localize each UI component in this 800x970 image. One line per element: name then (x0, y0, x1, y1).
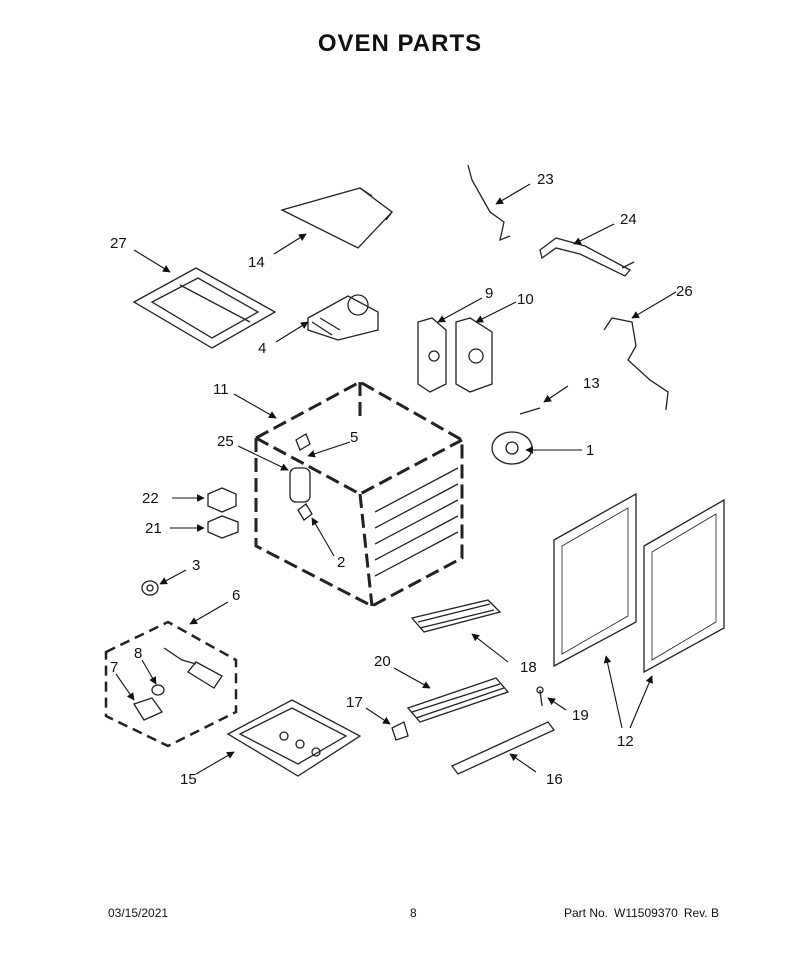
callout-15: 15 (180, 771, 197, 788)
callout-26: 26 (676, 283, 693, 300)
part-22-block (207, 487, 237, 513)
part-4-latch-assembly (307, 294, 379, 341)
callout-22: 22 (142, 490, 159, 507)
part-17-bracket (391, 721, 409, 741)
callout-19: 19 (572, 707, 589, 724)
callout-7: 7 (110, 659, 118, 676)
part-5-clip (295, 433, 311, 451)
part-23-tube (467, 164, 511, 242)
callout-6: 6 (232, 587, 240, 604)
part-7-lens (133, 697, 163, 721)
part-6-light-kit (104, 620, 238, 748)
callout-16: 16 (546, 771, 563, 788)
footer-page-number: 8 (410, 906, 417, 920)
callout-4: 4 (258, 340, 266, 357)
part-24-burner-tube (539, 237, 635, 277)
callout-11: 11 (213, 381, 229, 398)
part-1-bracket (491, 431, 533, 465)
footer-part-info: Part No. W11509370 Rev. B (558, 906, 719, 920)
callout-5: 5 (350, 429, 358, 446)
callout-14: 14 (248, 254, 265, 271)
callout-23: 23 (537, 171, 554, 188)
callout-13: 13 (583, 375, 600, 392)
part-9-hinge (417, 317, 447, 393)
footer-part-label: Part No. (564, 906, 609, 920)
part-8-bulb (151, 684, 165, 696)
callout-20: 20 (374, 653, 391, 670)
callout-27: 27 (110, 235, 127, 252)
callout-17: 17 (346, 694, 363, 711)
callout-25: 25 (217, 433, 234, 450)
part-21-block (207, 515, 239, 539)
footer-part-number: W11509370 (614, 906, 678, 920)
callout-18: 18 (520, 659, 537, 676)
callout-24: 24 (620, 211, 637, 228)
part-13-screw (519, 407, 541, 415)
callout-2: 2 (337, 554, 345, 571)
part-15-broiler-pan (226, 699, 362, 777)
callout-9: 9 (485, 285, 493, 302)
part-3-knob (141, 580, 159, 596)
callout-10: 10 (517, 291, 534, 308)
part-11-oven-cavity (254, 380, 464, 608)
callout-21: 21 (145, 520, 162, 537)
part-10-hinge (455, 317, 493, 393)
callout-1: 1 (586, 442, 594, 459)
page-title: OVEN PARTS (317, 30, 483, 57)
footer-date: 03/15/2021 (108, 906, 169, 920)
part-2-bracket (297, 503, 313, 521)
part-19-screw (536, 686, 544, 707)
part-12-side-panels (553, 492, 725, 674)
callout-3: 3 (192, 557, 200, 574)
part-18-element (410, 599, 502, 633)
part-27-window-frame (132, 267, 277, 349)
part-16-rail (450, 721, 556, 775)
part-14-top-plate (280, 187, 393, 249)
part-26-gas-line (603, 317, 669, 411)
footer-revision: Rev. B (683, 906, 719, 920)
callout-12: 12 (617, 733, 634, 750)
callout-8: 8 (134, 645, 142, 662)
part-20-element (406, 677, 510, 723)
part-25-light-housing (289, 467, 311, 503)
